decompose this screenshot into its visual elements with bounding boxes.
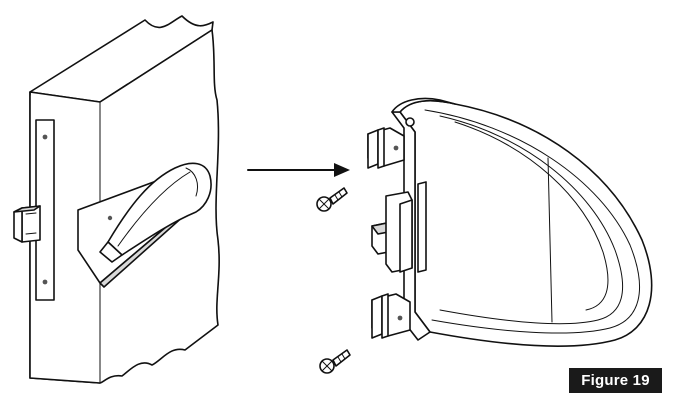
trim-screw <box>107 215 113 221</box>
faceplate-screw-bottom <box>42 279 48 285</box>
lever-handle <box>99 162 212 263</box>
screw-icon <box>316 187 348 212</box>
door-top-edge <box>29 15 214 103</box>
cover-shell <box>399 99 653 347</box>
door <box>13 15 220 384</box>
upper-mount-tab <box>367 127 405 169</box>
latch-bolt <box>13 205 41 243</box>
lower-mount-tab <box>371 293 411 339</box>
faceplate-screw-top <box>42 134 48 140</box>
screw-icon <box>319 349 351 374</box>
middle-latch-tab <box>371 191 413 273</box>
figure-label: Figure 19 <box>569 368 662 393</box>
housing-cover <box>367 97 653 347</box>
arrow-right-icon <box>247 163 350 177</box>
